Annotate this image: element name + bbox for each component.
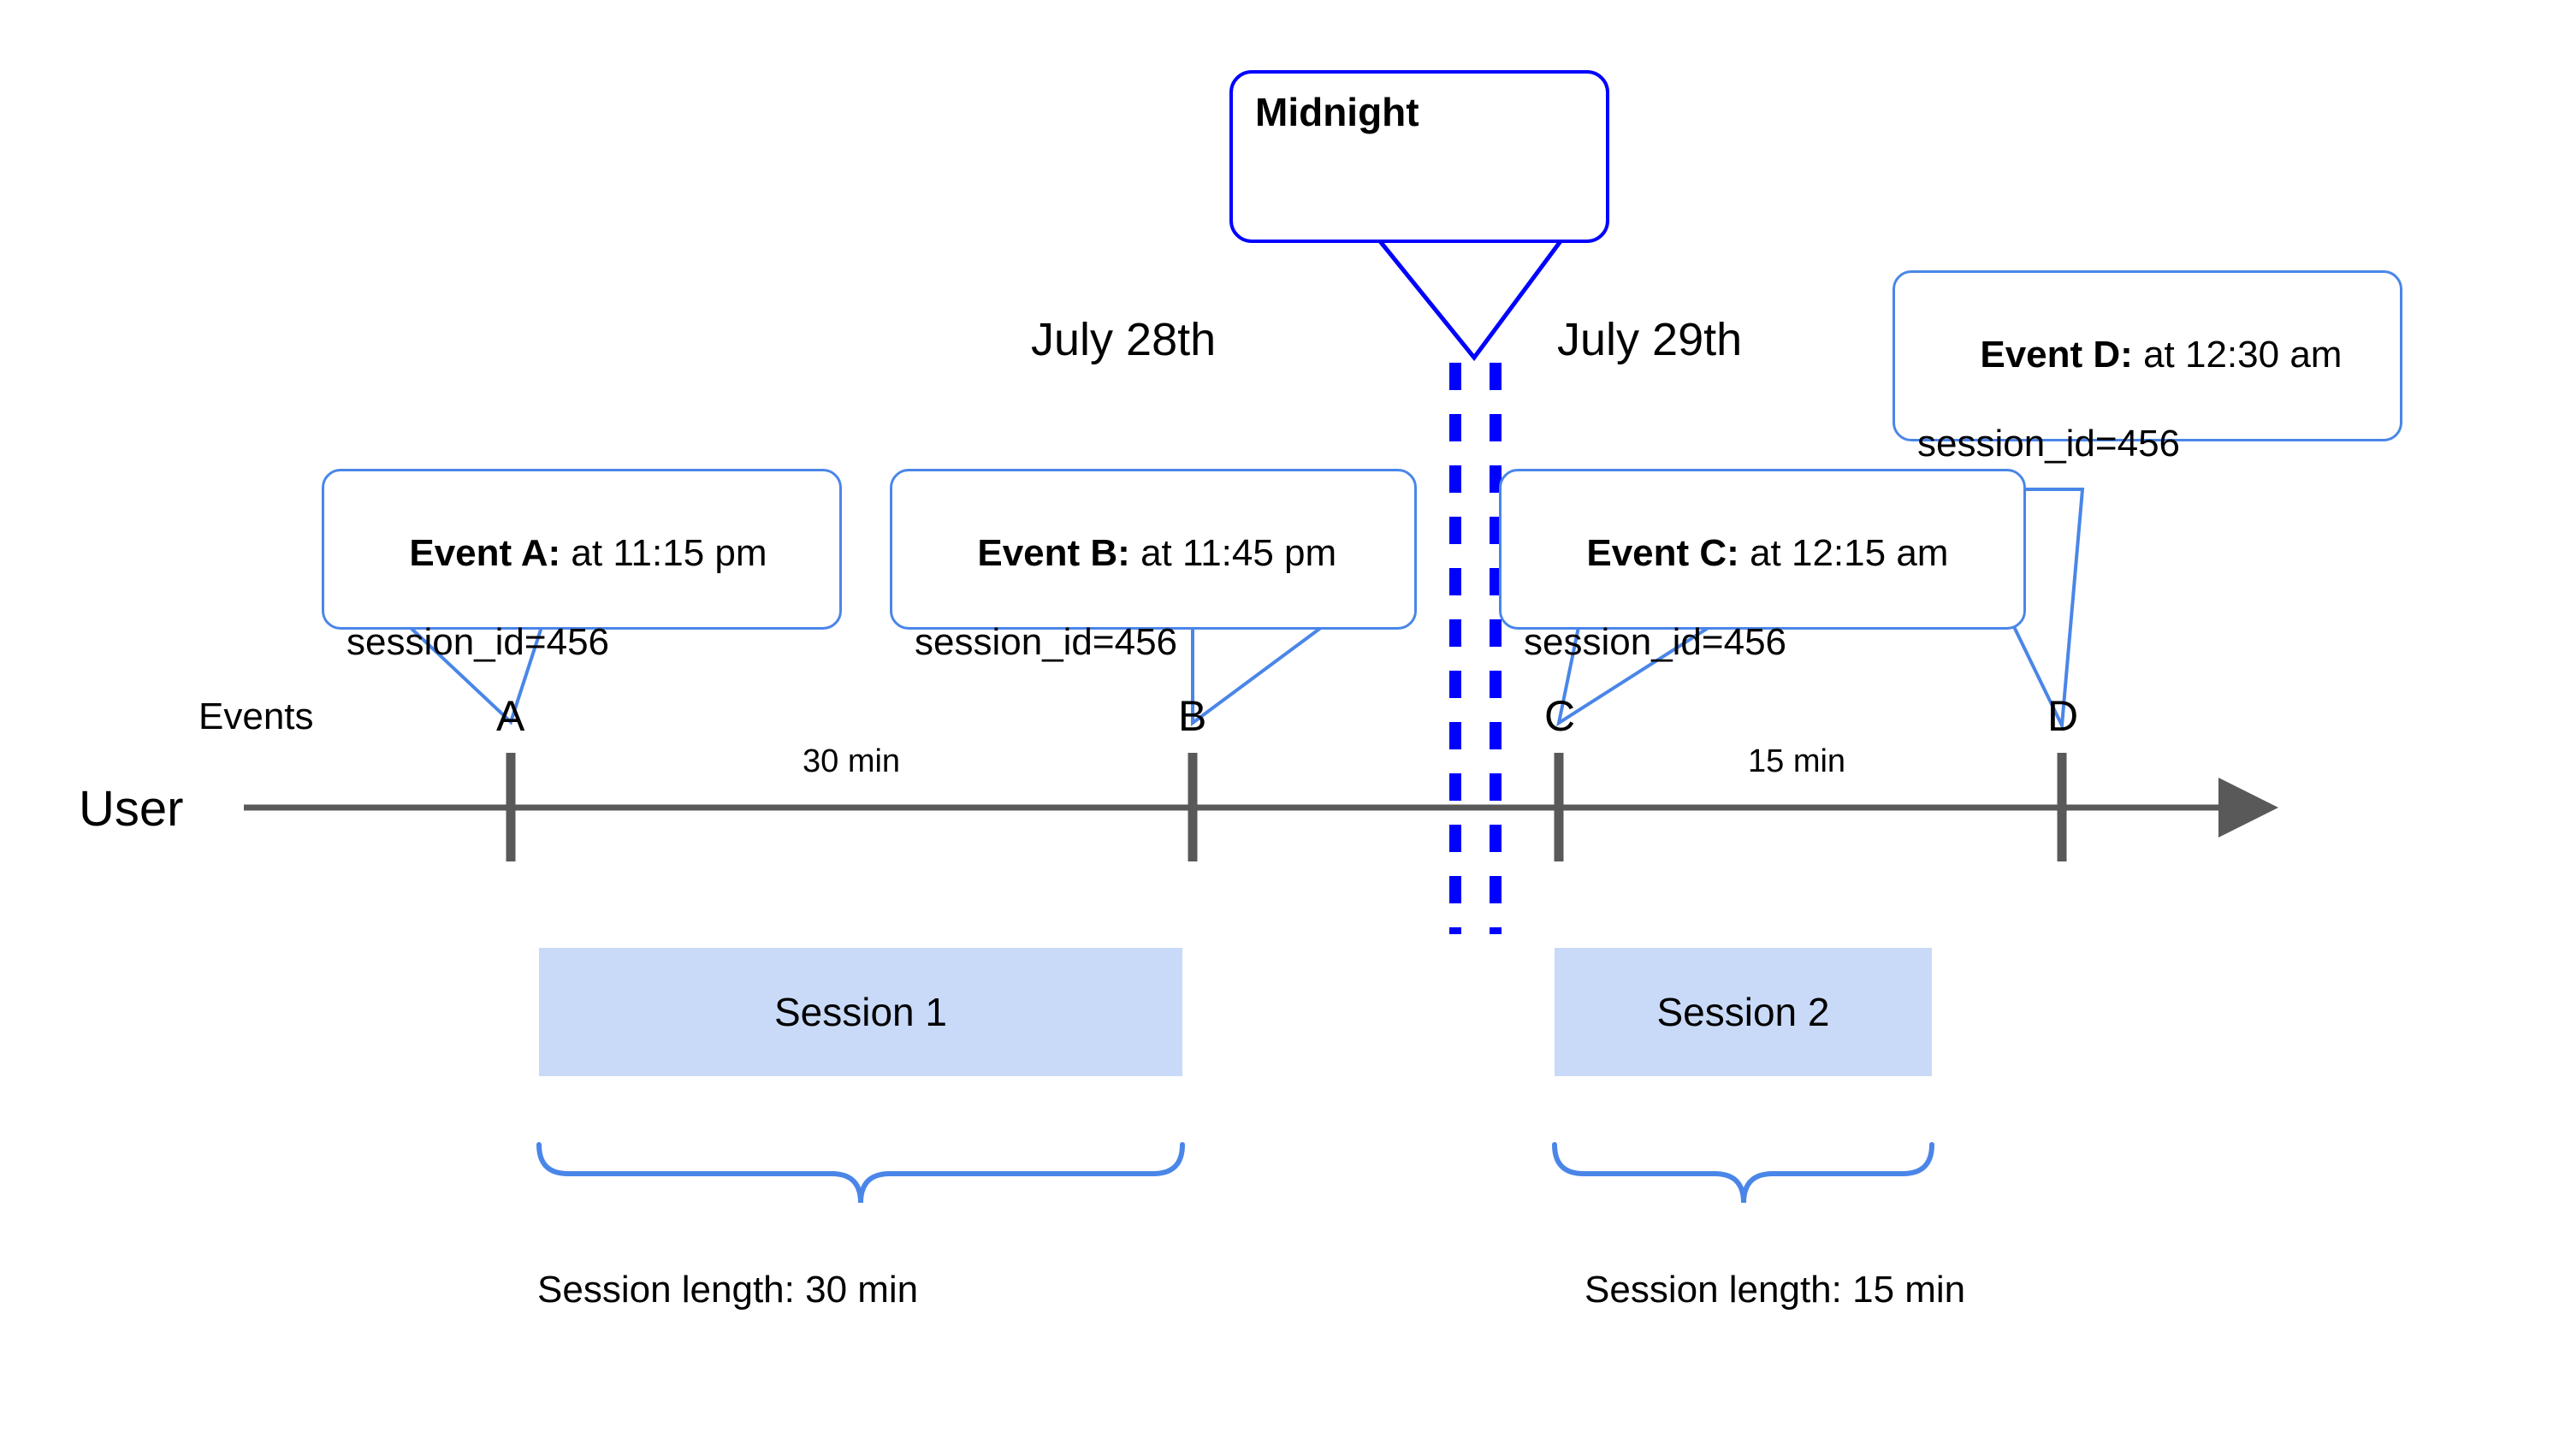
callout-event-a[interactable]: Event A: at 11:15 pm session_id=456 [322,469,842,663]
date-label-july-28: July 28th [1031,314,1217,365]
callout-event-d-line1: Event D: at 12:30 am [1917,288,2378,422]
callout-event-c-line2: session_id=456 [1524,620,1787,663]
duration-label-15min: 15 min [1748,743,1846,779]
session-2-length-label: Session length: 15 min [1585,1269,1966,1311]
midnight-callout[interactable]: Midnight [1229,70,1609,243]
duration-label-30min: 30 min [803,743,901,779]
tick-label-c: C [1544,692,1576,740]
callout-event-b-time: at 11:45 pm [1129,531,1337,574]
callout-event-a-line1: Event A: at 11:15 pm [347,487,817,620]
session-1-brace [536,1142,1185,1204]
callout-event-c[interactable]: Event C: at 12:15 am session_id=456 [1499,469,2026,663]
callout-event-c-title: Event C: [1586,531,1739,574]
callout-event-d[interactable]: Event D: at 12:30 am session_id=456 [1893,270,2402,465]
callout-event-c-time: at 12:15 am [1739,531,1949,574]
tick-label-a: A [496,692,525,740]
callout-event-a-line2: session_id=456 [347,620,610,663]
callout-event-a-title: Event A: [409,531,561,574]
session-1-length-label: Session length: 30 min [537,1269,919,1311]
session-1-label: Session 1 [773,989,947,1034]
tick-label-b: B [1178,692,1207,740]
callout-event-d-time: at 12:30 am [2132,333,2343,376]
session-2-brace [1552,1142,1934,1204]
callout-event-b-title: Event B: [977,531,1130,574]
midnight-callout-label: Midnight [1255,90,1419,134]
tick-label-d: D [2047,692,2079,740]
callout-event-d-title: Event D: [1980,333,2133,376]
callout-event-a-time: at 11:15 pm [560,531,767,574]
callout-event-c-line1: Event C: at 12:15 am [1524,487,2001,620]
session-2-bar[interactable]: Session 2 [1555,948,1932,1076]
callout-event-b-line2: session_id=456 [915,620,1178,663]
callout-event-b[interactable]: Event B: at 11:45 pm session_id=456 [890,469,1417,663]
session-2-label: Session 2 [1656,989,1830,1034]
date-label-july-29: July 29th [1557,314,1743,365]
user-row-label: User [79,781,184,837]
events-row-label: Events [198,695,314,737]
midnight-callout-tail [1378,240,1563,362]
callout-event-b-line1: Event B: at 11:45 pm [915,487,1392,620]
session-1-bar[interactable]: Session 1 [539,948,1182,1076]
callout-event-d-line2: session_id=456 [1917,422,2181,465]
